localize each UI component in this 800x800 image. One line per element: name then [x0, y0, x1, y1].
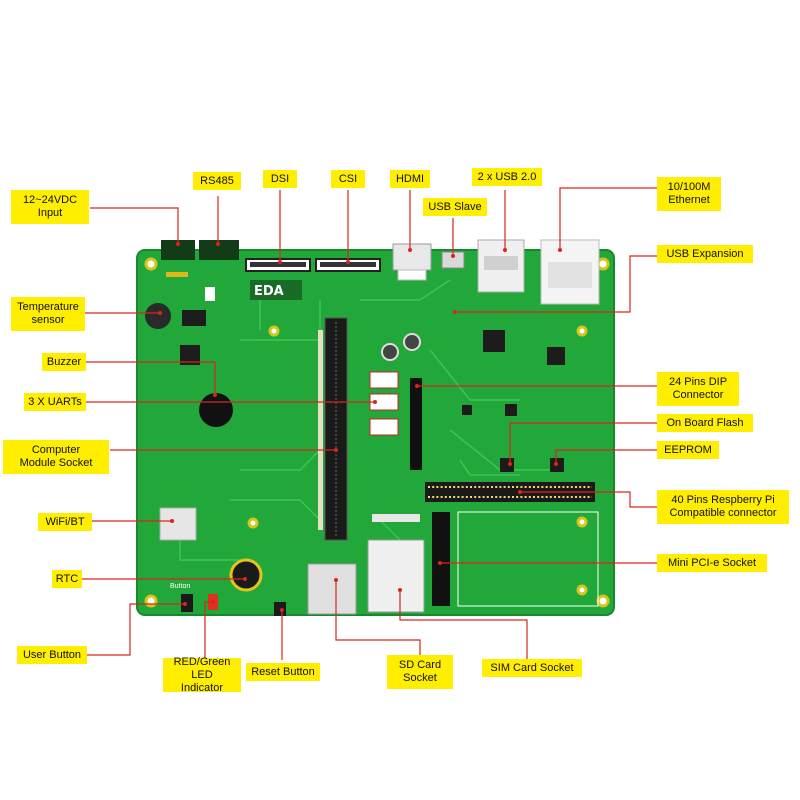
buzzer [199, 393, 233, 427]
label-rtc: RTC [52, 570, 82, 588]
label-usb-expansion: USB Expansion [657, 245, 753, 263]
user-button-part [181, 594, 193, 612]
rtc-battery [229, 558, 263, 592]
label-uarts: 3 X UARTs [24, 393, 86, 411]
label-sim-card: SIM Card Socket [482, 659, 582, 677]
onboard-flash-chip [500, 458, 514, 472]
label-user-button: User Button [17, 646, 87, 664]
label-eeprom: EEPROM [657, 441, 719, 459]
label-hdmi: HDMI [390, 170, 430, 188]
label-temperature-sensor: Temperature sensor [11, 297, 85, 331]
label-40pins: 40 Pins Respberry Pi Compatible connecto… [657, 490, 789, 524]
rs485-connector [199, 240, 239, 260]
leader-lines [60, 187, 657, 661]
label-reset-button: Reset Button [246, 663, 320, 681]
sd-card-socket [307, 563, 357, 615]
power-connector [161, 240, 195, 260]
dip24-connector [410, 378, 422, 470]
sim-card-socket [367, 539, 425, 613]
label-sd-card: SD Card Socket [387, 655, 453, 689]
label-csi: CSI [331, 170, 365, 188]
uart-headers [369, 371, 399, 436]
label-compute-module: Computer Module Socket [3, 440, 109, 474]
label-rs485: RS485 [193, 172, 241, 190]
label-dip24: 24 Pins DIP Connector [657, 372, 739, 406]
hdmi-connector [392, 243, 432, 271]
label-usb2: 2 x USB 2.0 [472, 168, 542, 186]
reset-button-part [274, 602, 286, 616]
label-led-indicator: RED/Green LED Indicator [163, 656, 241, 694]
temperature-sensor [145, 303, 171, 329]
label-flash: On Board Flash [657, 414, 753, 432]
compute-module-socket [324, 317, 348, 541]
label-dsi: DSI [263, 170, 297, 188]
label-ethernet: 10/100M Ethernet [657, 177, 721, 211]
label-wifi-bt: WiFi/BT [38, 513, 92, 531]
mini-pcie-socket [432, 512, 450, 606]
button-silkscreen: Button [170, 583, 190, 590]
board-logo: EDA [254, 284, 284, 299]
label-power-input: 12~24VDC Input [11, 190, 89, 224]
label-usb-slave: USB Slave [423, 198, 487, 216]
label-minipcie: Mini PCI-e Socket [657, 554, 767, 572]
label-buzzer: Buzzer [42, 353, 86, 371]
wifi-module [159, 507, 197, 541]
